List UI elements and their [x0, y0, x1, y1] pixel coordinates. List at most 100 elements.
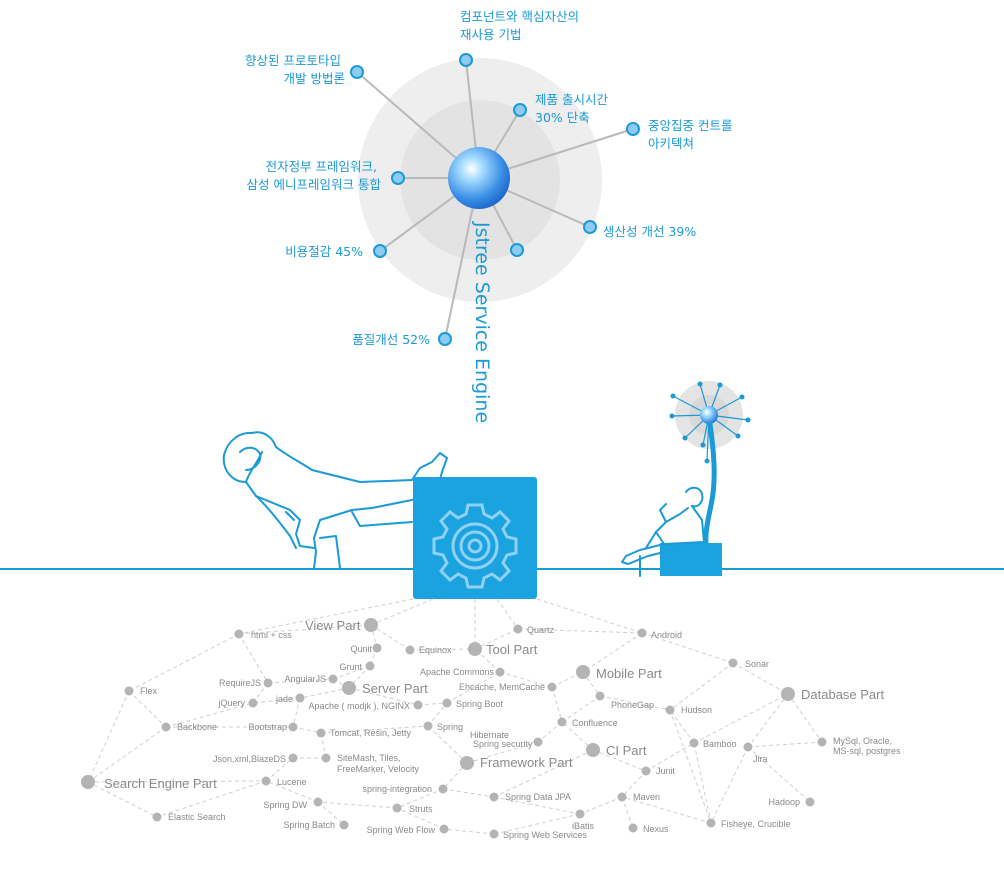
network-edge [747, 741, 823, 748]
tech-label: SiteMash, Tiles, [337, 753, 401, 763]
network-edge [693, 693, 789, 744]
tech-node [313, 797, 323, 807]
sitting-person-illustration [621, 381, 751, 577]
network-edge [396, 788, 444, 809]
tech-node [805, 797, 815, 807]
benefit-label: 비용절감 45% [285, 244, 363, 259]
part-label: Database Part [801, 687, 884, 702]
tech-node [152, 812, 162, 822]
network-edge [348, 665, 371, 689]
tech-node [641, 766, 651, 776]
part-label: Tool Part [486, 642, 538, 657]
tech-label: Tomcat, Resin, Jetty [330, 728, 412, 738]
network-edge [442, 762, 468, 790]
tech-label: AngularJS [284, 674, 326, 684]
network-edge [592, 749, 647, 772]
tech-label: Spring Web Services [503, 830, 587, 840]
network-edge [165, 702, 254, 728]
tech-label: Struts [409, 804, 433, 814]
tech-node [706, 818, 716, 828]
tech-node [617, 792, 627, 802]
network-edge [582, 632, 643, 673]
tech-label: Spring security [473, 739, 533, 749]
network-edge [156, 780, 267, 818]
benefit-node [391, 171, 405, 185]
gear-icon [432, 503, 518, 589]
network-edge [320, 725, 429, 734]
tech-label: Android [651, 630, 682, 640]
benefit-node [459, 53, 473, 67]
network-edge [599, 695, 671, 711]
network-edge [582, 671, 601, 697]
tech-label: Confluence [572, 718, 618, 728]
tech-node [438, 784, 448, 794]
network-edge [370, 624, 411, 651]
tech-label: Hudson [681, 705, 712, 715]
engine-title: Jstree Service Engine [471, 221, 493, 423]
tech-label: Ehcache, MemCache [459, 682, 545, 692]
tech-label: Spring [437, 722, 463, 732]
engine-core-orb [448, 147, 510, 209]
tech-label: Spring Data JPA [505, 792, 571, 802]
tech-label: Quartz [527, 625, 555, 635]
tech-node [442, 698, 452, 708]
tech-node [575, 809, 585, 819]
tech-node [339, 820, 349, 830]
tech-node [489, 829, 499, 839]
benefit-label: 품질개선 52% [352, 332, 430, 347]
network-edge [238, 624, 372, 635]
part-node [364, 618, 378, 632]
tech-label: iBatis [572, 821, 595, 831]
benefit-label-line: 중앙집중 컨트롤 [648, 118, 732, 133]
network-edge [499, 671, 553, 688]
part-label: Server Part [362, 681, 428, 696]
tech-label: html + css [251, 630, 292, 640]
tech-label: Apache Commons [420, 667, 495, 677]
network-edge [787, 693, 823, 743]
benefit-label-line: 향상된 프로토타입 [245, 53, 341, 68]
small-orb [700, 406, 718, 424]
tech-node [817, 737, 827, 747]
tech-label: Junit [656, 766, 676, 776]
network-edge [238, 598, 414, 635]
tech-label: Jira [753, 754, 768, 764]
benefit-label-line: 개발 방법론 [284, 71, 345, 86]
part-node [460, 756, 474, 770]
network-edge [641, 632, 734, 664]
network-edge [669, 662, 734, 711]
network-edge [409, 648, 476, 651]
network-edge [87, 690, 130, 783]
tech-node [489, 792, 499, 802]
network-edge [442, 788, 495, 798]
tech-label: Flex [140, 686, 158, 696]
part-node [468, 642, 482, 656]
tech-node [321, 753, 331, 763]
tech-node [392, 803, 402, 813]
network-edge [493, 796, 581, 815]
tech-node [124, 686, 134, 696]
part-node [586, 743, 600, 757]
network-edge [87, 726, 167, 783]
tech-node [405, 645, 415, 655]
part-label: View Part [305, 618, 361, 633]
network-edge [496, 598, 519, 630]
benefit-label-line: 전자정부 프레임워크, [266, 159, 377, 174]
tech-label: Equinox [419, 645, 452, 655]
network-edges [87, 598, 823, 835]
stool [660, 543, 722, 576]
benefit-node [373, 244, 387, 258]
part-label: Mobile Part [596, 666, 662, 681]
network-edge [645, 742, 695, 772]
tech-node [161, 722, 171, 732]
tech-label: MS-sql, postgres [833, 746, 901, 756]
tech-node [637, 628, 647, 638]
tech-label: Hadoop [768, 797, 800, 807]
part-label: CI Part [606, 743, 647, 758]
tech-node [365, 661, 375, 671]
benefit-node [513, 103, 527, 117]
benefit-label: 전자정부 프레임워크, 삼성 에니프레임워크 통합 [247, 159, 382, 192]
benefit-label: 향상된 프로토타입 개발 방법론 [245, 53, 345, 86]
tech-node [288, 722, 298, 732]
network-edge [621, 796, 634, 829]
network-edge [427, 702, 448, 727]
